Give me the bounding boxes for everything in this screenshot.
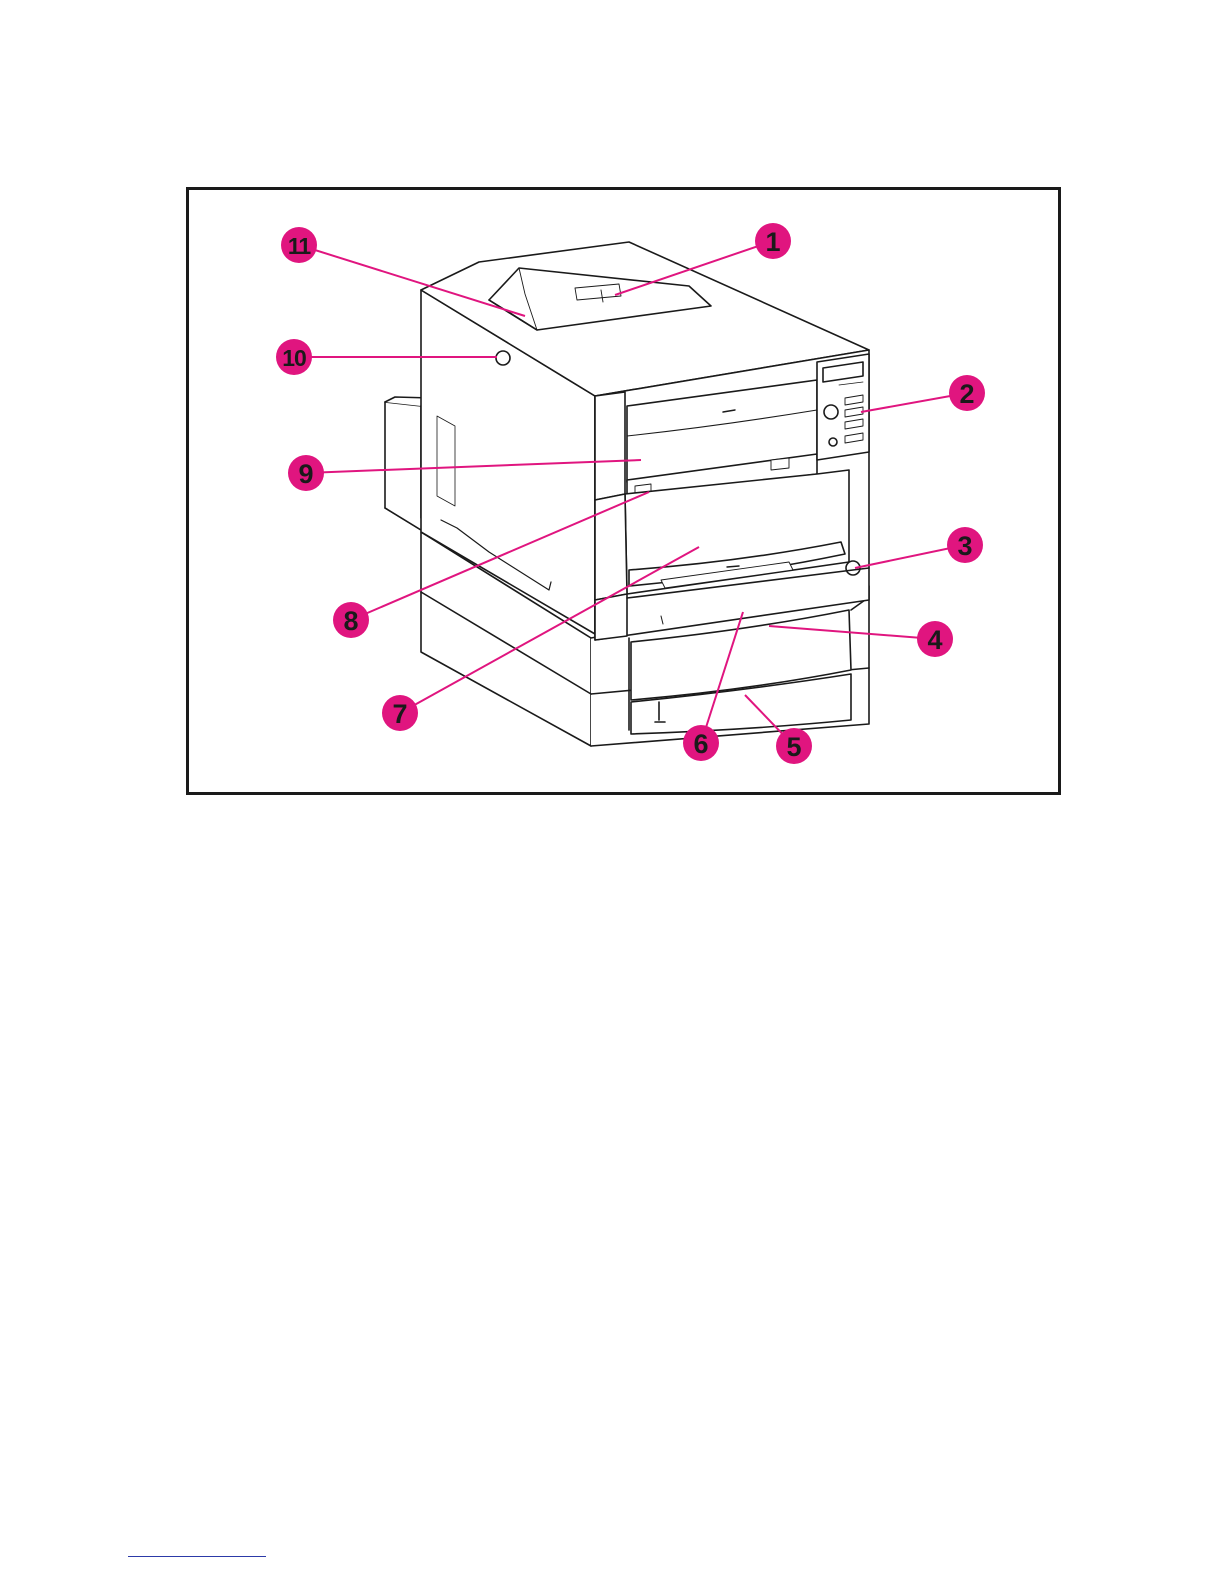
svg-text:11: 11: [288, 233, 312, 259]
callout-10: 10: [276, 339, 312, 375]
footer-link-rule: [128, 1556, 266, 1557]
svg-text:2: 2: [959, 379, 974, 409]
callout-11: 11: [281, 227, 317, 263]
callout-8: 8: [333, 602, 369, 638]
printer-illustration: 1 2 3 4 5 6 7: [189, 190, 1058, 792]
svg-text:4: 4: [927, 625, 942, 655]
callout-9: 9: [288, 455, 324, 491]
svg-text:5: 5: [786, 732, 801, 762]
callout-5: 5: [776, 728, 812, 764]
callout-2: 2: [949, 375, 985, 411]
callout-7: 7: [382, 695, 418, 731]
svg-text:9: 9: [298, 459, 313, 489]
svg-text:6: 6: [693, 729, 708, 759]
callout-6: 6: [683, 725, 719, 761]
svg-text:1: 1: [765, 227, 780, 257]
callout-1: 1: [755, 223, 791, 259]
callout-3: 3: [947, 527, 983, 563]
callout-4: 4: [917, 621, 953, 657]
svg-text:10: 10: [282, 345, 306, 371]
svg-text:7: 7: [392, 699, 407, 729]
control-panel: [817, 354, 869, 460]
svg-text:8: 8: [343, 606, 358, 636]
printer-figure-frame: 1 2 3 4 5 6 7: [186, 187, 1061, 795]
svg-text:3: 3: [957, 531, 972, 561]
